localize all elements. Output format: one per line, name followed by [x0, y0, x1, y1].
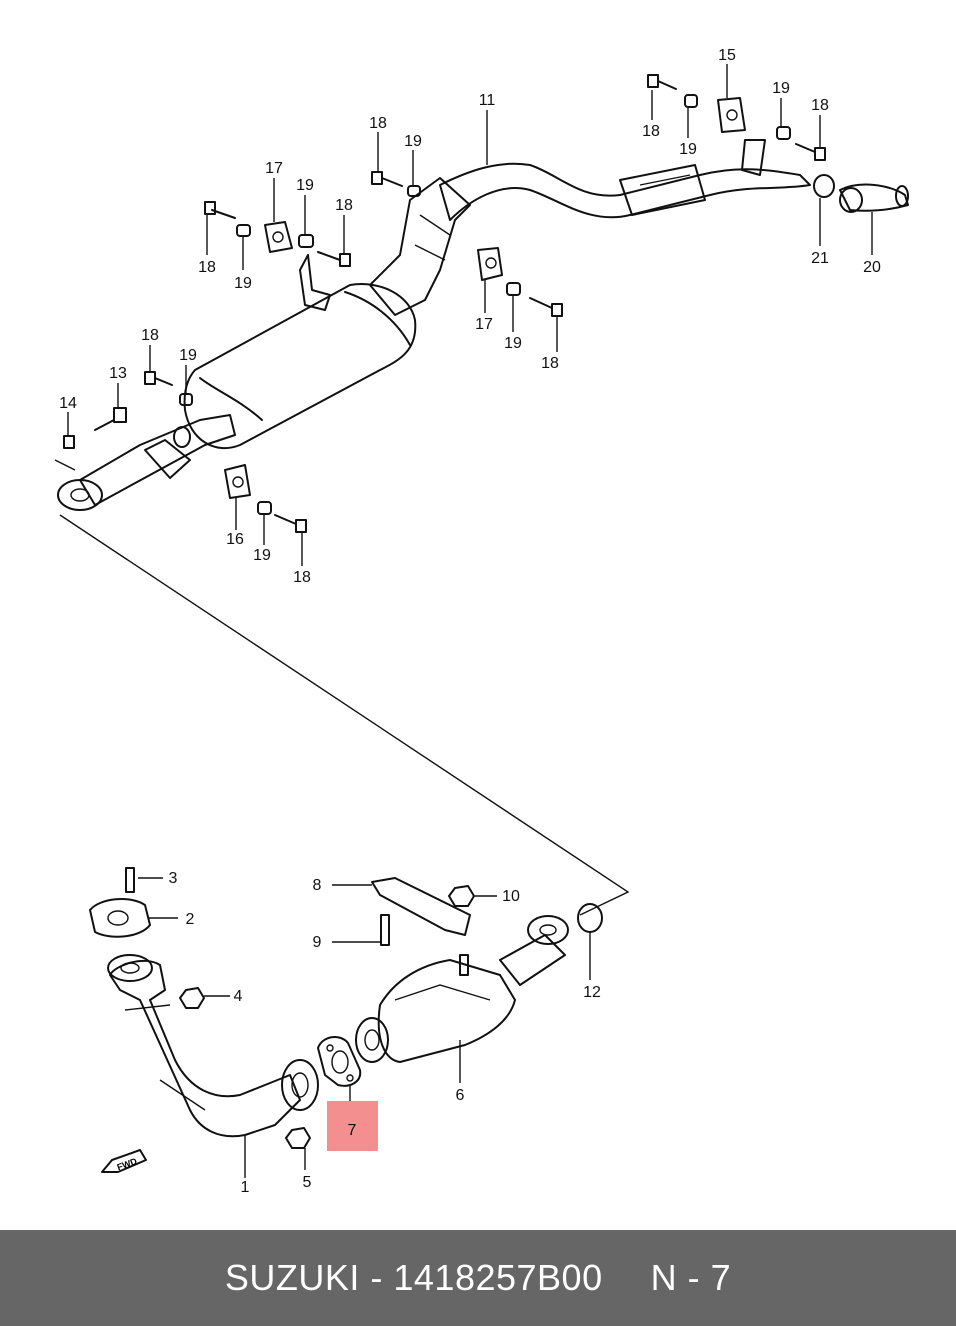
callout-19: 19	[179, 347, 197, 364]
bracket-hardware	[371, 877, 475, 976]
callout-19: 19	[296, 177, 314, 194]
muffler	[183, 254, 417, 450]
callout-16: 16	[226, 531, 244, 548]
callout-4: 4	[234, 988, 243, 1005]
assembly-frame	[54, 459, 630, 916]
callout-19: 19	[679, 141, 697, 158]
inlet-pipe	[57, 414, 236, 511]
callout-12: 12	[583, 984, 601, 1001]
callout-18: 18	[811, 97, 829, 114]
callout-18: 18	[198, 259, 216, 276]
callout-19: 19	[253, 547, 271, 564]
catalytic-converter	[355, 903, 603, 1063]
callout-18: 18	[141, 327, 159, 344]
callout-10: 10	[502, 888, 520, 905]
callout-20: 20	[863, 259, 881, 276]
callout-18: 18	[335, 197, 353, 214]
callout-1: 1	[241, 1179, 250, 1196]
front-pipe	[107, 954, 319, 1138]
gasket-7	[317, 1036, 362, 1087]
callout-15: 15	[718, 47, 736, 64]
part-reference: SUZUKI - 1418257B00	[224, 1257, 603, 1298]
footer-bar: SUZUKI - 1418257B00 N - 7	[0, 1230, 956, 1326]
center-pipe	[369, 177, 471, 316]
forward-arrow-icon: FWD	[101, 1149, 147, 1173]
callout-18: 18	[293, 569, 311, 586]
exhaust-system-diagram: FWD 11 15 19 18 18 19 18 19 17 19 18 18 …	[54, 47, 909, 1196]
callout-14: 14	[59, 395, 77, 412]
hanger-hardware	[63, 74, 826, 533]
callout-labels: 11 15 19 18 18 19 18 19 17 19 18 18 19 1…	[59, 47, 881, 1196]
callout-19: 19	[404, 133, 422, 150]
callout-8: 8	[313, 877, 322, 894]
callout-5: 5	[303, 1174, 312, 1191]
callout-18: 18	[369, 115, 387, 132]
callout-18: 18	[642, 123, 660, 140]
callout-13: 13	[109, 365, 127, 382]
callout-2: 2	[186, 911, 195, 928]
leader-lines-lower	[138, 877, 591, 1178]
callout-18: 18	[541, 355, 559, 372]
callout-7-highlight	[327, 1101, 378, 1151]
callout-17: 17	[475, 316, 493, 333]
callout-17: 17	[265, 160, 283, 177]
tail-pipe	[439, 139, 909, 221]
leader-lines-upper	[67, 64, 873, 566]
callout-7: 7	[348, 1122, 357, 1139]
callout-21: 21	[811, 250, 829, 267]
callout-19: 19	[772, 80, 790, 97]
callout-11: 11	[479, 92, 496, 109]
front-hardware	[89, 867, 311, 1149]
callout-3: 3	[169, 870, 178, 887]
callout-19: 19	[234, 275, 252, 292]
callout-19: 19	[504, 335, 522, 352]
callout-9: 9	[313, 934, 322, 951]
callout-6: 6	[456, 1087, 465, 1104]
page-reference: N - 7	[650, 1257, 732, 1298]
